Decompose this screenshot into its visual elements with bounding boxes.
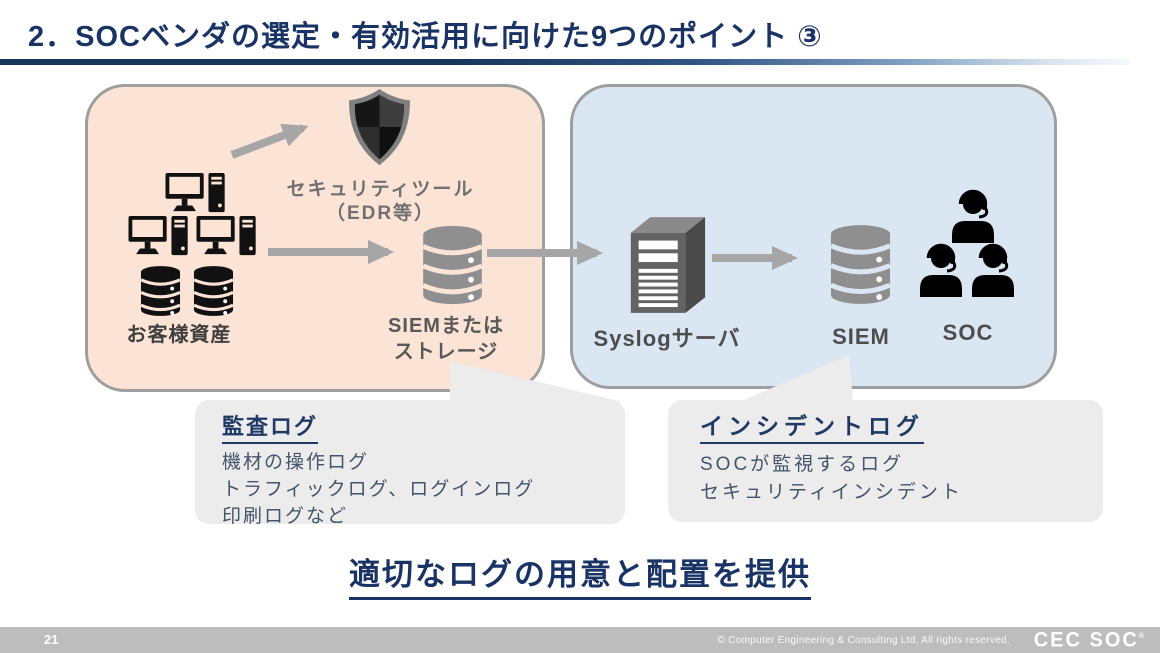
database-icon (829, 225, 892, 304)
incident-log-title: インシデントログ (700, 407, 924, 444)
incident-log-line: SOCが監視するログ (700, 454, 905, 475)
siem-or-storage-label-line1: SIEMまたは (388, 315, 504, 337)
desktop-pc-icon (196, 216, 256, 256)
audit-log-title: 監査ログ (222, 409, 319, 444)
incident-log-callout: インシデントログ SOCが監視するログ セキュリティインシデント (668, 400, 1103, 522)
audit-log-callout: 監査ログ 機材の操作ログ トラフィックログ、ログインログ 印刷ログなど (195, 400, 625, 527)
audit-log-line: 機材の操作ログ (222, 452, 370, 473)
database-icon (422, 225, 483, 305)
siem-or-storage-label: SIEMまたは ストレージ (371, 313, 521, 365)
operator-headset-icon (920, 243, 962, 297)
headline-wrap: 適切なログの用意と配置を提供 (0, 549, 1160, 600)
desktop-pc-icon (165, 173, 225, 213)
database-icon (140, 266, 181, 316)
customer-assets-label: お客様資産 (126, 324, 232, 346)
siem-or-storage-label-line2: ストレージ (393, 341, 499, 363)
cecsoc-logo-text: CEC SOC (1033, 628, 1139, 652)
cecsoc-logo: CEC SOC® (1034, 628, 1146, 652)
security-tool-label: セキュリティツール （EDR等） (263, 178, 498, 226)
security-tool-label-line2: （EDR等） (325, 202, 436, 224)
page-number: 21 (44, 632, 59, 647)
desktop-pc-icon (128, 216, 188, 256)
audit-log-line: トラフィックログ、ログインログ (222, 479, 536, 500)
security-tool-label-line1: セキュリティツール (286, 179, 475, 200)
syslog-server-label: Syslogサーバ (593, 326, 741, 351)
soc-team-label: SOC (942, 320, 994, 345)
shield-icon (349, 88, 410, 166)
headline: 適切なログの用意と配置を提供 (349, 549, 811, 600)
page-title: 2．SOCベンダの選定・有効活用に向けた9つのポイント ③ (28, 21, 823, 53)
operator-headset-icon (972, 243, 1014, 297)
incident-log-line: セキュリティインシデント (700, 482, 963, 503)
title-underline-bar (0, 59, 1130, 65)
server-icon (630, 217, 706, 313)
soc-vendor-box: Syslogサーバ SIEM (570, 84, 1057, 389)
operator-headset-icon (952, 189, 994, 243)
registered-mark: ® (1138, 632, 1146, 641)
siem-label: SIEM (832, 324, 890, 349)
copyright-text: © Computer Engineering & Consulting Ltd.… (717, 635, 1010, 646)
footer: 21 © Computer Engineering & Consulting L… (0, 627, 1160, 653)
audit-log-line: 印刷ログなど (222, 506, 349, 527)
database-icon (193, 266, 234, 316)
customer-environment-box: セキュリティツール （EDR等） (85, 84, 545, 392)
